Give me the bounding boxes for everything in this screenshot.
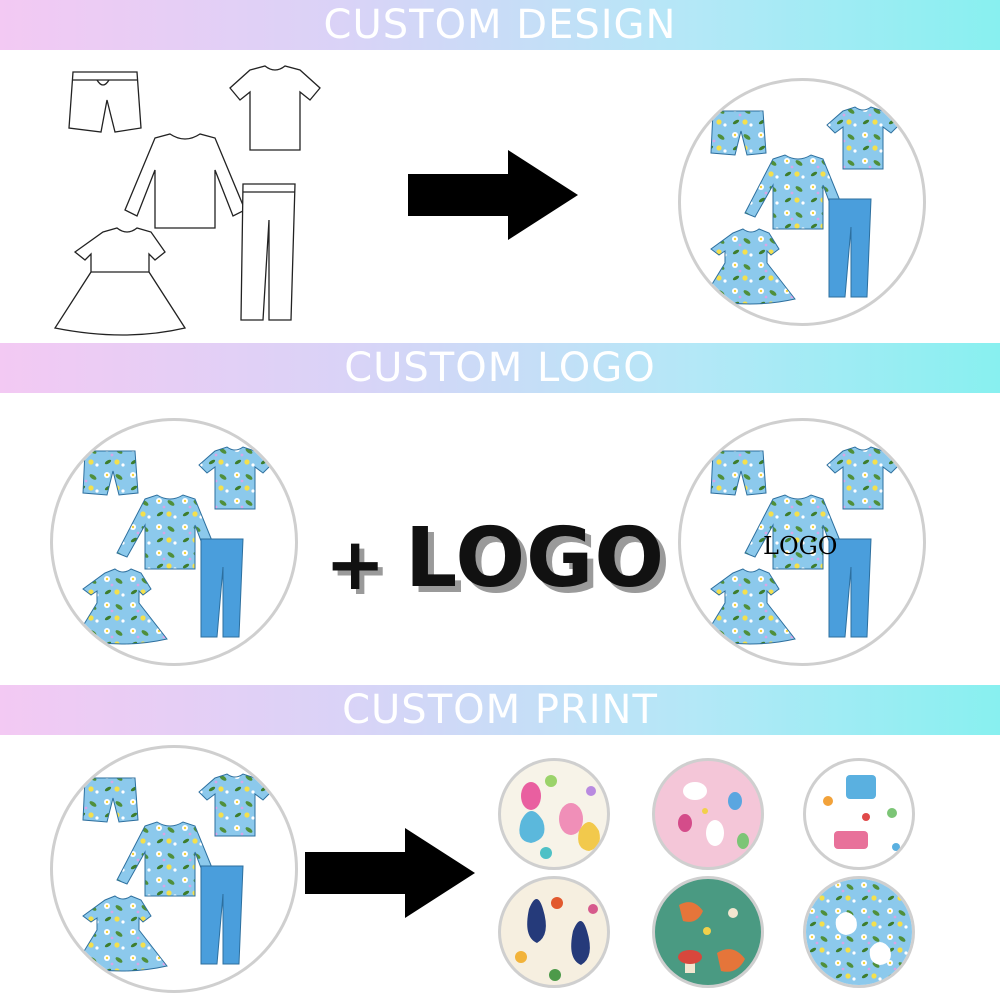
logo-on-garment: LOGO [763,532,838,560]
right-arrow-icon [305,828,475,918]
pajama-set-illustration [74,773,272,972]
swatch-art [515,897,598,981]
print-swatch-happy-easter[interactable] [803,758,915,870]
swatch-art [519,775,600,859]
banner-custom-print: CUSTOM PRINT [0,685,1000,735]
swatch-art [678,902,745,973]
print-swatch-blue-floral[interactable] [803,876,915,988]
print-swatch-pink-bunnies[interactable] [652,758,764,870]
pajama-set-illustration [74,446,272,645]
print-swatch-green-fox[interactable] [652,876,764,988]
swatch-art [823,775,900,851]
banner-custom-logo: CUSTOM LOGO [0,343,1000,393]
logo-garments-circle [678,418,926,666]
section-title-design: CUSTOM DESIGN [323,2,677,48]
section-title-print: CUSTOM PRINT [342,687,658,733]
section-title-logo: CUSTOM LOGO [344,345,656,391]
pajama-set-illustration [702,446,900,645]
plus-sign: + [325,522,386,606]
swatch-art [806,879,912,985]
swatch-art [678,782,749,849]
right-arrow-icon [408,150,578,240]
pajama-set-illustration [702,106,900,305]
base-garments-circle [50,745,298,993]
logo-word: LOGO [405,511,666,606]
banner-custom-design: CUSTOM DESIGN [0,0,1000,50]
line-art-garments [53,65,321,336]
original-garments-circle [50,418,298,666]
print-swatch-easter-eggs[interactable] [498,758,610,870]
designed-garments-circle [678,78,926,326]
print-swatch-folk-bunnies[interactable] [498,876,610,988]
